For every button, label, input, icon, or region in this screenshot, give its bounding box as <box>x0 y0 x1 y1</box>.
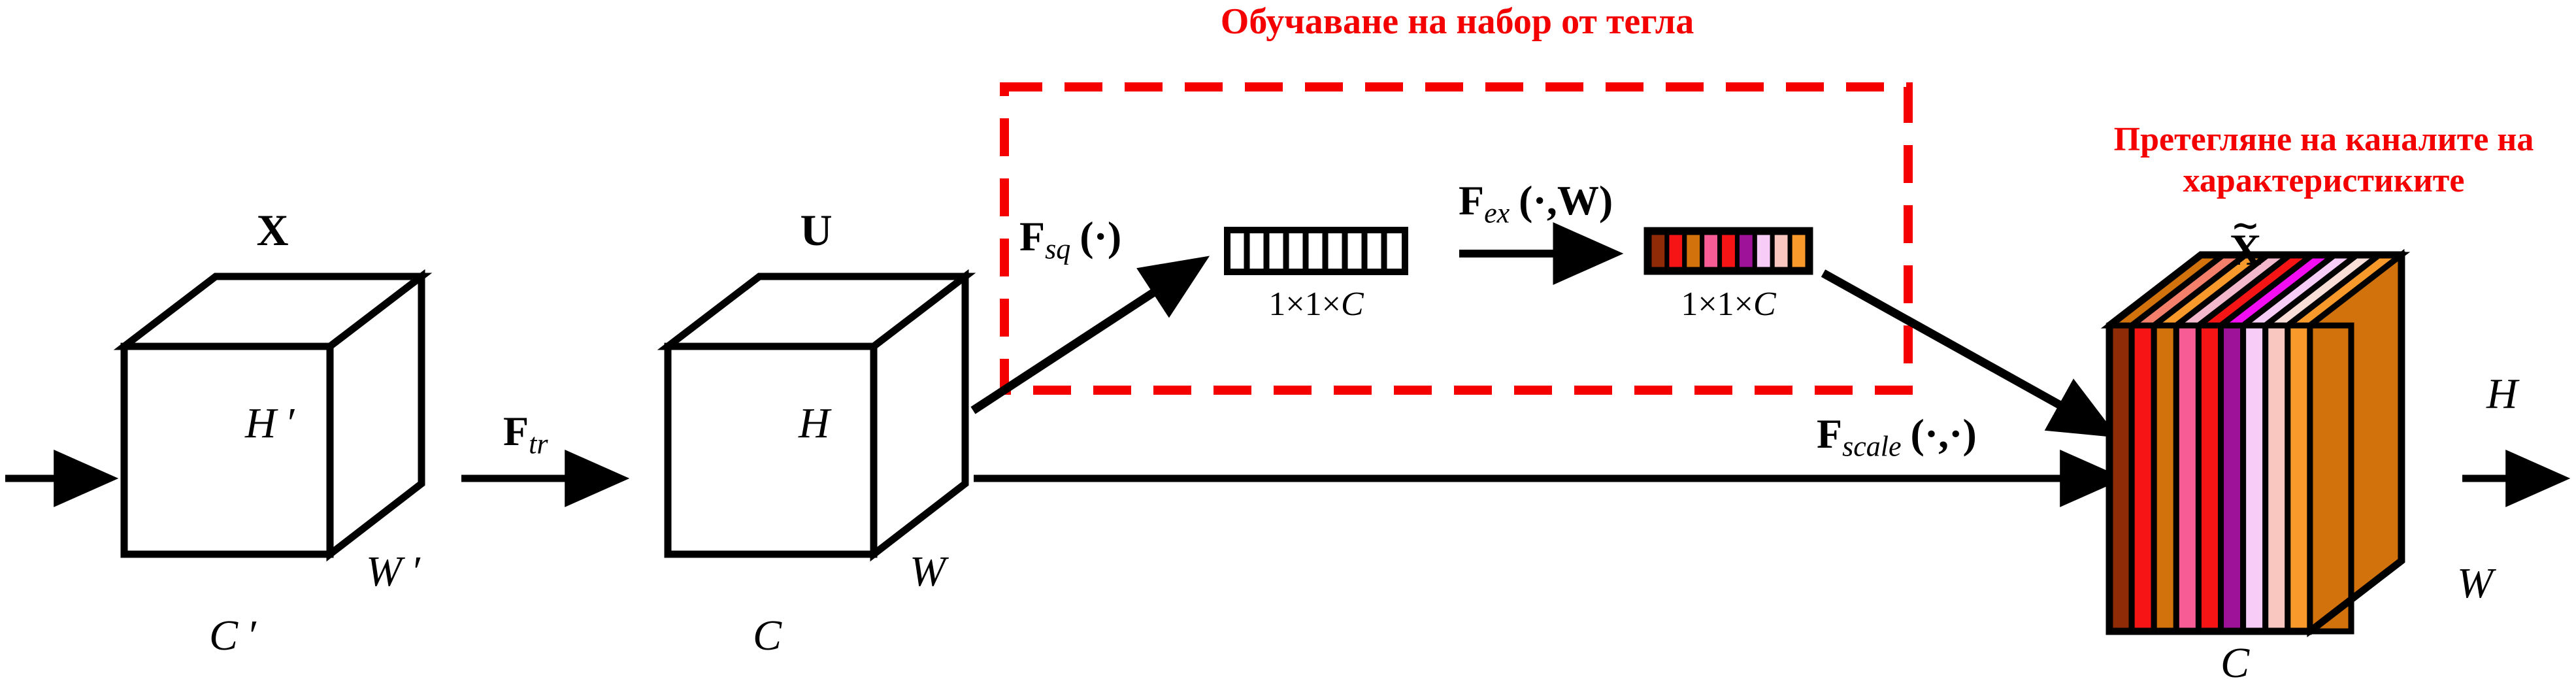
excitation-strip-cell <box>1717 230 1740 272</box>
input-cube-width-label: W ′ <box>366 548 420 595</box>
output-cube-channel-slab <box>2240 322 2269 635</box>
excitation-args-w: W <box>1557 177 1599 224</box>
squeeze-args: (·) <box>1080 213 1122 259</box>
transform-symbol: F <box>503 408 529 454</box>
excitation-strip-caption: 1×1×C <box>1681 288 1775 322</box>
output-cube-channel-slab <box>2262 322 2291 635</box>
transform-function-label: Ftr <box>503 410 548 458</box>
excitation-args-open: (·, <box>1519 177 1557 224</box>
mid-cube-height-label: H <box>799 399 830 447</box>
excitation-strip-cell <box>1787 230 1810 272</box>
scale-function-label: Fscale(·,·) <box>1817 413 1977 461</box>
channel-weighting-title-line1: Претегляне на каналите на <box>2113 121 2534 158</box>
input-cube-label-X: X <box>256 205 289 255</box>
squeeze-strip-caption: 1×1×C <box>1268 288 1363 322</box>
squeeze-symbol: F <box>1019 213 1046 259</box>
excitation-function-label: Fex (·,W) <box>1459 180 1613 227</box>
mid-cube-U <box>657 269 976 562</box>
output-cube-outline <box>2105 251 2405 635</box>
output-cube-channel-label: C <box>2221 639 2250 687</box>
output-cube-width-label: W <box>2457 559 2493 607</box>
squeeze-caption-var: C <box>1340 286 1364 323</box>
input-cube-X <box>113 269 433 562</box>
output-cube-channel-slab <box>2285 322 2313 635</box>
excitation-caption-var: C <box>1753 286 1776 323</box>
squeeze-subscript: sq <box>1045 233 1071 265</box>
squeeze-function-label: Fsq (·) <box>1019 216 1121 263</box>
output-cube-channel-slab <box>2128 322 2157 635</box>
excitation-weight-strip <box>1643 227 1813 275</box>
scale-args: (·,·) <box>1910 410 1977 457</box>
mid-cube-channel-label: C <box>753 612 782 659</box>
output-cube-channel-slab <box>2195 322 2224 635</box>
output-cube-front-block <box>2307 322 2354 635</box>
output-cube-height-label: H <box>2486 370 2518 418</box>
transform-subscript: tr <box>529 427 548 460</box>
output-cube-base-name: X <box>2229 225 2262 274</box>
mid-cube-width-label: W <box>910 548 946 595</box>
excitation-strip-cell <box>1664 230 1687 272</box>
squeeze-vector-strip <box>1224 227 1408 275</box>
excitation-subscript: ex <box>1484 197 1510 229</box>
output-cube-label-Xtilde: ∼ X <box>2229 209 2262 274</box>
scale-diagonal-arrow <box>1821 269 2119 438</box>
channel-weighting-title-line2: характеристиките <box>2183 162 2465 199</box>
squeeze-caption-prefix: 1×1× <box>1268 286 1341 323</box>
excitation-strip-cell <box>1752 230 1775 272</box>
training-weights-title: Обучаване на набор от тегла <box>1220 1 1694 42</box>
scale-symbol: F <box>1817 410 1843 457</box>
excitation-strip-cell <box>1700 230 1723 272</box>
excitation-strip-cell <box>1734 230 1757 272</box>
output-cube-Xtilde <box>2100 248 2411 638</box>
excitation-strip-cell <box>1647 230 1670 272</box>
excitation-args-close: ) <box>1598 177 1613 224</box>
excitation-strip-cell <box>1770 230 1792 272</box>
weight-training-dashed-box <box>1000 82 1913 395</box>
output-cube-channel-slab <box>2173 322 2202 635</box>
scale-subscript: scale <box>1842 430 1902 463</box>
squeeze-arrow <box>970 256 1210 414</box>
excitation-symbol: F <box>1459 177 1485 224</box>
excitation-strip-cell <box>1682 230 1705 272</box>
tilde-accent-icon: ∼ <box>2230 207 2260 246</box>
mid-cube-label-U: U <box>800 205 833 255</box>
output-cube-channel-slab <box>2151 322 2179 635</box>
excitation-caption-prefix: 1×1× <box>1681 286 1753 323</box>
output-cube-channel-slab <box>2218 322 2247 635</box>
input-cube-channel-label: C ′ <box>209 612 256 659</box>
input-cube-height-label: H ′ <box>245 399 295 447</box>
